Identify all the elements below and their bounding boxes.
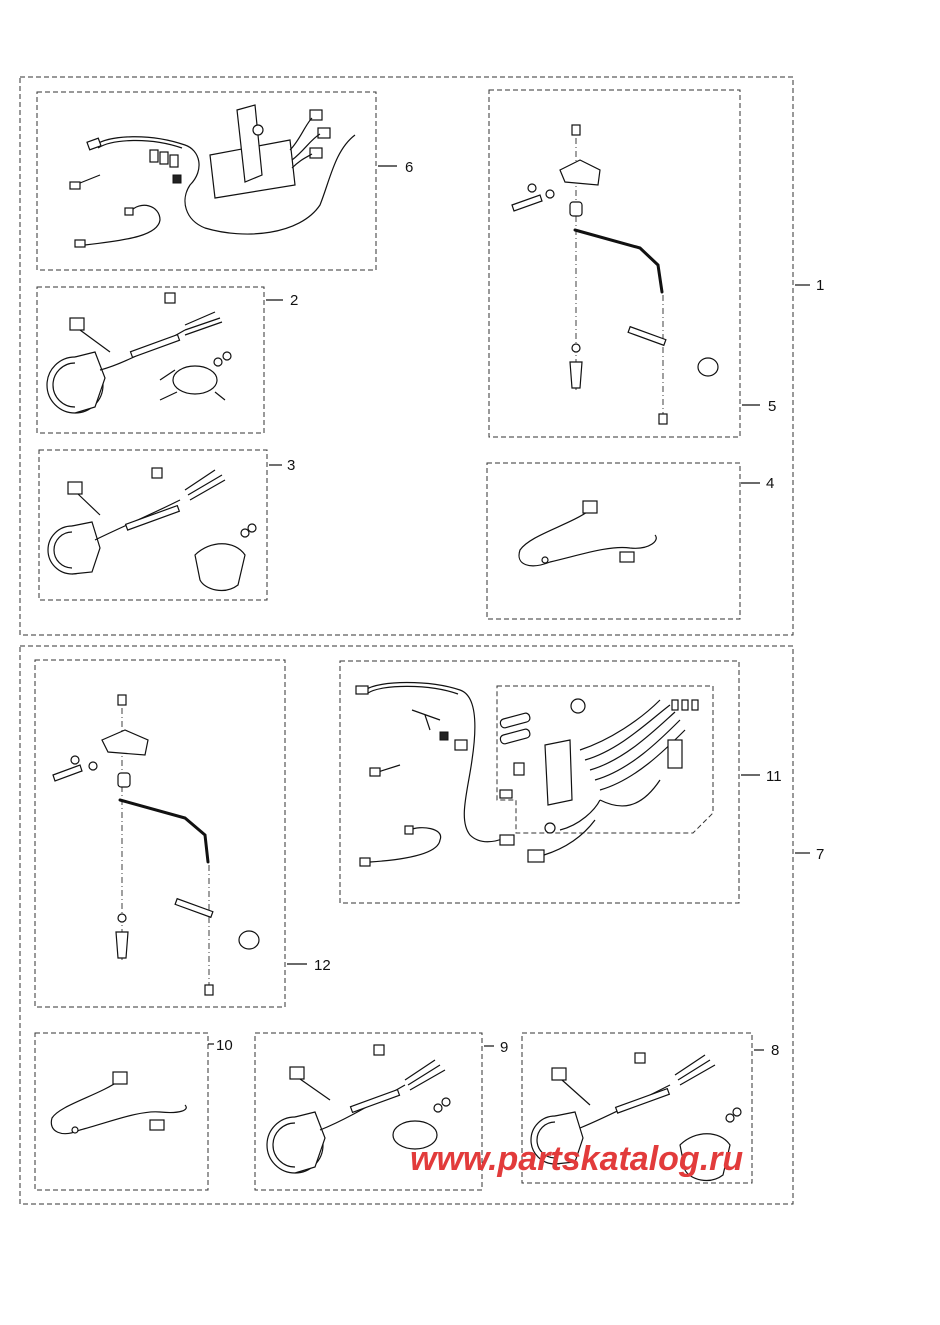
callout-6: 6 bbox=[405, 159, 413, 176]
callout-4: 4 bbox=[766, 475, 774, 492]
kit-3-box bbox=[38, 449, 268, 601]
callout-8: 8 bbox=[771, 1042, 779, 1059]
kit-12-box bbox=[34, 659, 286, 1008]
throttle-rod-kit-12 bbox=[52, 694, 260, 996]
callout-3: 3 bbox=[287, 457, 295, 474]
kit-9-box bbox=[254, 1032, 483, 1191]
kit-2-box bbox=[36, 286, 265, 434]
nut bbox=[571, 124, 581, 136]
harness-kit-4 bbox=[518, 500, 657, 567]
callout-10: 10 bbox=[216, 1037, 233, 1054]
group-7-box bbox=[19, 645, 794, 1205]
kit-11-outer-box bbox=[339, 660, 740, 904]
watermark-text: www.partskatalog.ru bbox=[410, 1140, 743, 1178]
kit-4-box bbox=[486, 462, 741, 620]
mounting-bracket bbox=[172, 365, 218, 395]
tachometer-kit-3 bbox=[47, 467, 257, 592]
callout-5: 5 bbox=[768, 398, 776, 415]
kit-6-box bbox=[36, 91, 377, 271]
kit-10-box bbox=[34, 1032, 209, 1191]
tachometer-kit-2 bbox=[46, 292, 232, 414]
kit-5-box bbox=[488, 89, 741, 438]
callout-9: 9 bbox=[500, 1039, 508, 1056]
callout-2: 2 bbox=[290, 292, 298, 309]
kit-8-box bbox=[521, 1032, 753, 1184]
gauge-kit-8 bbox=[530, 1052, 742, 1182]
callout-12: 12 bbox=[314, 957, 331, 974]
callout-1: 1 bbox=[816, 277, 824, 294]
throttle-lever bbox=[236, 104, 263, 183]
mounting-bracket bbox=[559, 159, 601, 186]
wiring-harness-kit-11 bbox=[355, 681, 699, 867]
callout-11: 11 bbox=[766, 768, 782, 785]
group-1-box bbox=[19, 76, 794, 636]
callout-7: 7 bbox=[816, 846, 824, 863]
harness-kit-10 bbox=[50, 1071, 187, 1135]
remote-control-kit-6 bbox=[69, 104, 356, 248]
throttle-rod-kit-5 bbox=[511, 124, 719, 425]
kit-11-inner-box bbox=[496, 685, 714, 834]
gauge-kit-9 bbox=[266, 1044, 451, 1174]
